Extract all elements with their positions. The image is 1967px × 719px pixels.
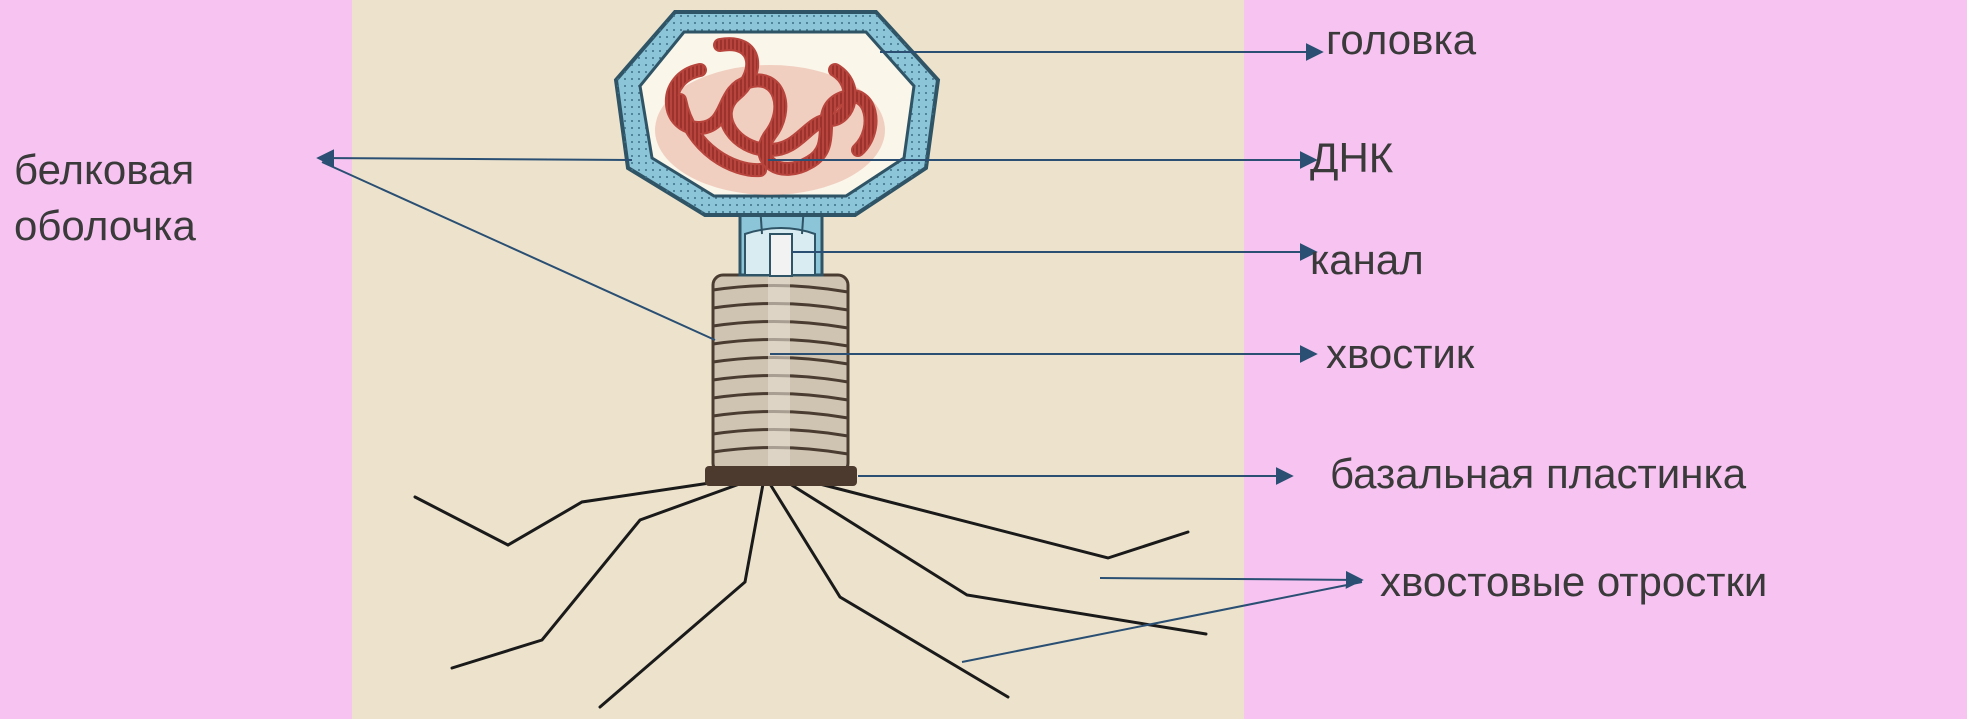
basal-plate-drawing — [705, 466, 857, 486]
label-basal-plate: базальная пластинка — [1330, 450, 1747, 497]
label-dna: ДНК — [1310, 134, 1394, 181]
label-channel: канал — [1310, 236, 1424, 283]
tail-sheath — [713, 272, 848, 473]
label-head: головка — [1326, 16, 1477, 63]
label-tail: хвостик — [1326, 330, 1475, 377]
label-protein-coat-line2: оболочка — [14, 202, 196, 249]
label-tail-fibers: хвостовые отростки — [1380, 558, 1767, 605]
label-protein-coat-line1: белковая — [14, 146, 194, 193]
